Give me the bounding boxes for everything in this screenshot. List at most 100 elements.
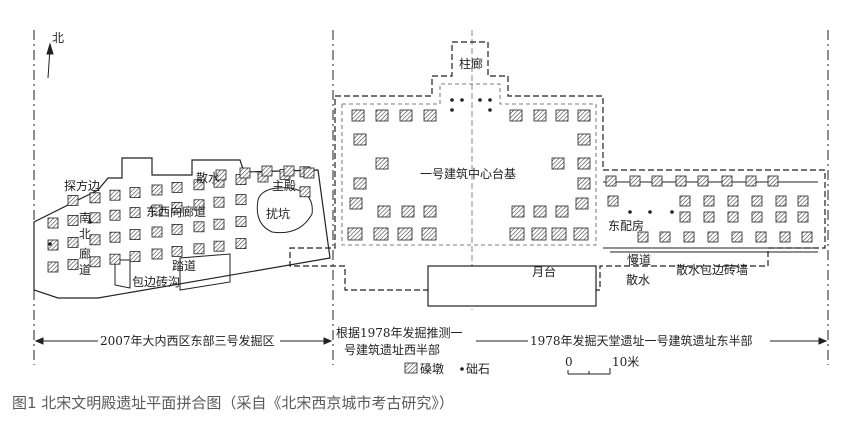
label-bei: 北 [79,227,91,241]
pier [509,227,525,241]
pier [213,240,225,252]
pier [751,211,763,223]
pier [171,245,183,257]
section-middle-line2: 号建筑遗址西半部 [344,342,440,357]
pier [351,109,365,122]
pier [283,165,295,177]
legend-stone-dot [460,367,464,371]
pier [721,175,733,187]
pier [401,205,415,218]
pier [637,231,649,243]
pier [577,133,591,146]
label-sanshui-left: 散水 [196,170,220,185]
pier [577,109,591,122]
pier [801,231,813,243]
disturbance-pit [256,187,313,234]
pier [605,175,617,187]
pier [109,189,121,201]
pier [129,187,141,199]
scale-zero: 0 [565,355,573,369]
pier [151,184,163,196]
pier [423,109,437,122]
pier [239,167,251,179]
section-left-label: 2007年大内西区东部三号发掘区 [100,333,275,348]
pier [235,216,247,228]
pier [703,211,715,223]
pier [797,195,809,207]
pier [531,227,547,241]
inner-platform-outline [341,83,597,246]
pier [151,226,163,238]
pier [347,227,363,241]
label-raokeng: 扰坑 [266,206,290,221]
stone [450,108,454,112]
pier [193,179,205,191]
pier [261,165,273,177]
pier [755,231,767,243]
label-mandao: 慢道 [627,253,651,267]
pier-group [47,109,813,273]
label-zhulang: 柱廊 [459,56,483,71]
pier [213,218,225,230]
stone [478,98,482,102]
pier [89,256,101,268]
label-center: 一号建筑中心台基 [420,166,516,181]
pier [683,231,695,243]
stone [648,210,652,214]
pier [775,211,787,223]
pier [193,199,205,211]
site-plan-drawing: 北 探方边 散水 主殿 南 北 廊 道 东西向廊道 扰坑 踏道 包边砖沟 柱廊 … [33,30,829,376]
label-zhudian: 主殿 [272,179,296,193]
pier [235,194,247,206]
pier [67,236,79,248]
pier [703,195,715,207]
pier [727,195,739,207]
legend-stone-label: 础石 [466,362,490,376]
pier [47,261,59,273]
pier [151,204,163,216]
pier [779,231,791,243]
pier [399,109,413,122]
pier [675,175,687,187]
south-corridor-outline [114,253,231,291]
label-sanshui-right: 散水 [626,272,650,287]
pier [171,201,183,213]
pier [375,109,389,122]
pier [193,243,205,255]
pier [629,175,641,187]
label-dao: 道 [79,263,91,277]
label-yuetai: 月台 [532,264,556,279]
pier [767,175,779,187]
pier [89,192,101,204]
pier [745,175,757,187]
moon-terrace [427,265,597,307]
legend-pier-label: 磉墩 [420,362,444,376]
section-arrows [34,337,828,345]
pier [353,133,367,146]
pier [353,177,367,190]
north-label: 北 [52,31,64,45]
pier [551,227,567,241]
pier [423,205,437,218]
pier [659,231,671,243]
label-nan: 南 [79,210,91,225]
pier [751,195,763,207]
central-platform-outline [289,41,826,291]
pier [421,227,437,241]
scale-bar [567,368,611,375]
pier [213,196,225,208]
pier [375,157,389,170]
label-dongxilang: 东西向廊道 [146,204,206,219]
label-baobian: 包边砖沟 [132,274,180,289]
pier [577,157,591,170]
pier [235,238,247,250]
pier [651,175,663,187]
legend-pier-swatch [404,362,418,374]
pier [171,223,183,235]
pier [551,157,565,170]
pier [349,197,363,210]
stone [460,98,464,102]
pier [533,109,547,122]
west-excavation-outline [33,157,331,299]
pier [299,186,311,198]
